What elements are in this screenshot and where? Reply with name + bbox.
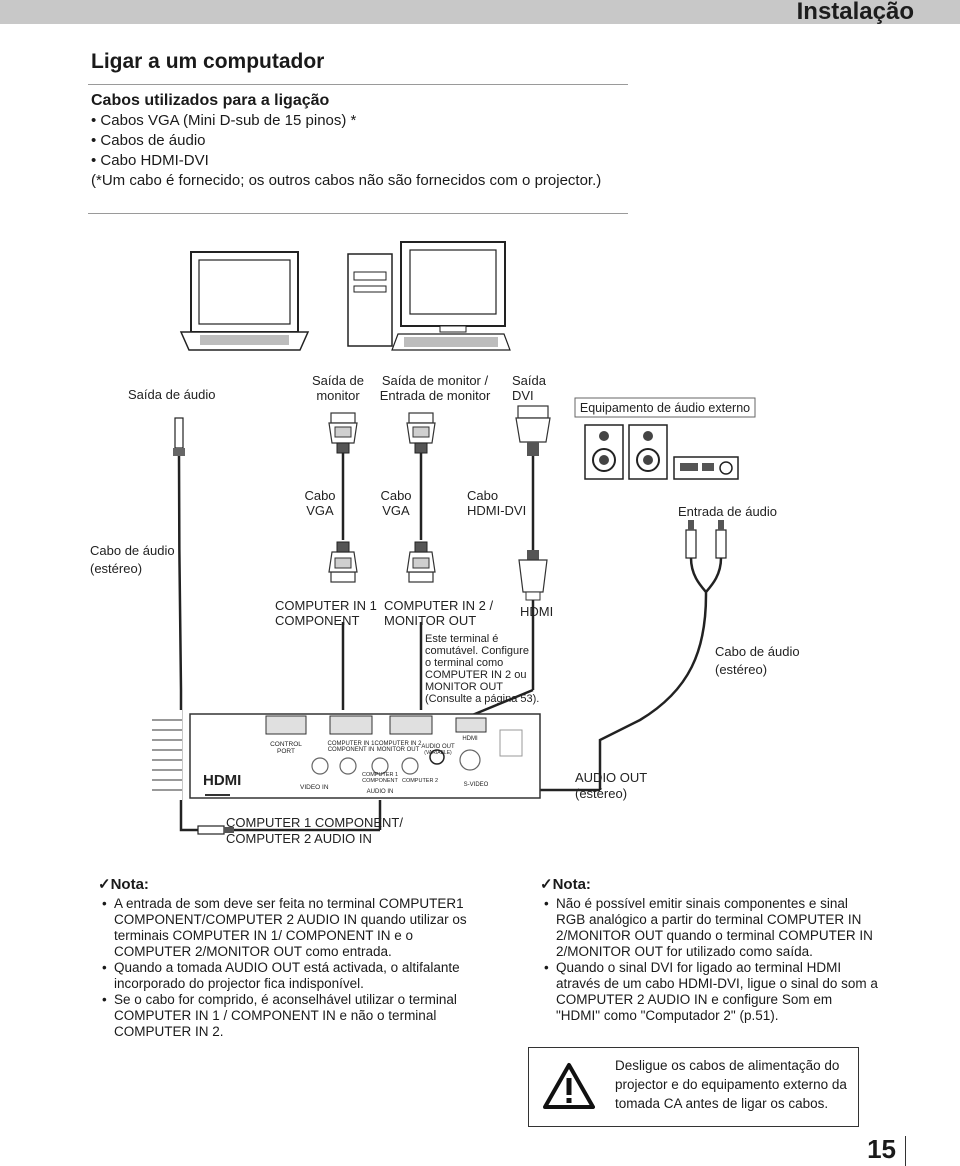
switch-note-line2: comutável. Configure bbox=[425, 645, 529, 657]
note-item: Se o cabo for comprido, é aconselhável u… bbox=[98, 992, 468, 1040]
page-header-title: Instalação bbox=[796, 0, 914, 25]
pc-monitor-out-label-line2: monitor bbox=[316, 388, 360, 403]
note-item: Quando a tomada AUDIO OUT está activada,… bbox=[98, 960, 468, 992]
computer-audio-in-label-line2: COMPUTER 2 AUDIO IN bbox=[226, 831, 372, 846]
cable-hdmi-dvi-label-line2: HDMI-DVI bbox=[467, 503, 526, 518]
projector-back-panel bbox=[152, 710, 541, 800]
audio-plug-top bbox=[173, 417, 185, 456]
switch-note-line4: COMPUTER IN 2 ou bbox=[425, 669, 526, 681]
panel-computer2-label: COMPUTER 2 bbox=[402, 778, 438, 784]
notes-right: ✓Nota: Não é possível emitir sinais comp… bbox=[540, 877, 878, 1024]
pc-monitor-inout-label: Saída de monitor / bbox=[382, 373, 489, 388]
note-item: A entrada de som deve ser feita no termi… bbox=[98, 896, 468, 960]
panel-audio-out-label: AUDIO OUT bbox=[421, 744, 455, 750]
panel-variable-label: (VARIABLE) bbox=[424, 750, 452, 756]
cable-vga-2-label: Cabo bbox=[380, 488, 411, 503]
pc-dvi-out-label: Saída bbox=[512, 373, 547, 388]
cable-item: Cabos VGA (Mini D-sub de 15 pinos) * bbox=[91, 111, 601, 131]
audio-cable-right-label: Cabo de áudio bbox=[715, 644, 800, 659]
switch-note-line3: o terminal como bbox=[425, 657, 503, 669]
desktop-illustration bbox=[347, 241, 511, 351]
notes-left-list: A entrada de som deve ser feita no termi… bbox=[98, 896, 468, 1040]
note-item: Não é possível emitir sinais componentes… bbox=[540, 896, 878, 960]
panel-computer-in2-label: COMPUTER IN 2 bbox=[374, 741, 422, 747]
title-divider bbox=[88, 84, 628, 85]
switch-note-line5: MONITOR OUT bbox=[425, 681, 503, 693]
notes-left-heading-text: Nota: bbox=[110, 876, 149, 893]
panel-computer1-component-label-line2: COMPONENT bbox=[362, 778, 398, 784]
header-bar bbox=[0, 0, 960, 24]
switch-note-line1: Este terminal é bbox=[425, 633, 498, 645]
pc-monitor-inout-label-line2: Entrada de monitor bbox=[380, 388, 491, 403]
cable-item: Cabos de áudio bbox=[91, 131, 601, 151]
ext-audio-box bbox=[574, 397, 756, 418]
pc-audio-out-label: Saída de áudio bbox=[128, 387, 215, 402]
warning-box: Desligue os cabos de alimentação do proj… bbox=[528, 1047, 859, 1127]
dvi-plug bbox=[515, 405, 551, 456]
panel-control-port-label: CONTROL bbox=[270, 741, 302, 748]
cable-hdmi-dvi-label: Cabo bbox=[467, 488, 498, 503]
panel-video-in-label: VIDEO IN bbox=[300, 784, 329, 791]
notes-left: ✓Nota: A entrada de som deve ser feita n… bbox=[98, 877, 468, 1040]
panel-computer1-component-label: COMPUTER 1 bbox=[362, 772, 398, 778]
warning-triangle-icon bbox=[543, 1063, 595, 1109]
connection-diagram: Saída de áudio Saída de monitor Saída de… bbox=[90, 241, 800, 846]
notes-right-heading: ✓Nota: bbox=[540, 876, 591, 893]
port-computer-in2-label-line2: MONITOR OUT bbox=[384, 613, 476, 628]
audio-out-label-line2: (estéreo) bbox=[575, 786, 627, 801]
cables-list-block: Cabos utilizados para a ligação Cabos VG… bbox=[91, 91, 601, 191]
notes-left-heading: ✓Nota: bbox=[98, 876, 149, 893]
port-computer-in1-label-line2: COMPONENT bbox=[275, 613, 360, 628]
audio-cable-right-label-line2: (estéreo) bbox=[715, 662, 767, 677]
cable-vga-2-label-line2: VGA bbox=[382, 503, 410, 518]
audio-input-label: Entrada de áudio bbox=[678, 504, 777, 519]
pc-monitor-out-label: Saída de bbox=[312, 373, 364, 388]
computer-audio-in-label: COMPUTER 1 COMPONENT/ bbox=[226, 815, 403, 830]
cables-divider bbox=[88, 213, 628, 214]
panel-computer-in1-label-line2: COMPONENT IN bbox=[328, 747, 375, 753]
cables-footnote: (*Um cabo é fornecido; os outros cabos n… bbox=[91, 172, 602, 189]
notes-right-heading-text: Nota: bbox=[552, 876, 591, 893]
rca-plugs bbox=[685, 520, 727, 559]
warning-text: Desligue os cabos de alimentação do proj… bbox=[615, 1058, 847, 1111]
cables-list: Cabos VGA (Mini D-sub de 15 pinos) * Cab… bbox=[91, 111, 601, 171]
cable-vga-1-label: Cabo bbox=[304, 488, 335, 503]
page-number-divider bbox=[905, 1136, 906, 1166]
audio-cable-left-label: Cabo de áudio bbox=[90, 543, 175, 558]
panel-control-port-label-line2: PORT bbox=[277, 748, 295, 755]
notes-right-list: Não é possível emitir sinais componentes… bbox=[540, 896, 878, 1024]
port-hdmi-label: HDMI bbox=[520, 604, 553, 619]
audio-cable-left-label-line2: (estéreo) bbox=[90, 561, 142, 576]
laptop-illustration bbox=[179, 251, 310, 351]
port-computer-in2-label: COMPUTER IN 2 / bbox=[384, 598, 493, 613]
panel-audio-in-label: AUDIO IN bbox=[367, 789, 394, 795]
panel-hdmi-logo: HDMI bbox=[203, 772, 241, 789]
panel-hdmi-label: HDMI bbox=[462, 736, 478, 742]
port-computer-in1-label: COMPUTER IN 1 bbox=[275, 598, 377, 613]
speaker-illustration bbox=[584, 424, 668, 480]
audio-out-label: AUDIO OUT bbox=[575, 770, 647, 785]
note-item: Quando o sinal DVI for ligado ao termina… bbox=[540, 960, 878, 1024]
panel-svideo-label: S-VIDEO bbox=[464, 782, 489, 788]
audio-plug-bottom bbox=[197, 825, 234, 835]
cable-vga-1-label-line2: VGA bbox=[306, 503, 334, 518]
panel-computer-in2-label-line2: MONITOR OUT bbox=[377, 747, 420, 753]
switch-note-line6: (Consulte a página 53). bbox=[425, 693, 539, 705]
cables-heading: Cabos utilizados para a ligação bbox=[91, 92, 330, 109]
hdmi-plug bbox=[518, 550, 548, 601]
section-title: Ligar a um computador bbox=[91, 50, 325, 73]
amplifier-illustration bbox=[673, 456, 739, 480]
page-number: 15 bbox=[867, 1134, 896, 1164]
pc-dvi-out-label-line2: DVI bbox=[512, 388, 534, 403]
panel-computer-in1-label: COMPUTER IN 1 bbox=[327, 741, 375, 747]
ext-audio-label: Equipamento de áudio externo bbox=[580, 401, 750, 415]
cable-item: Cabo HDMI-DVI bbox=[91, 151, 601, 171]
